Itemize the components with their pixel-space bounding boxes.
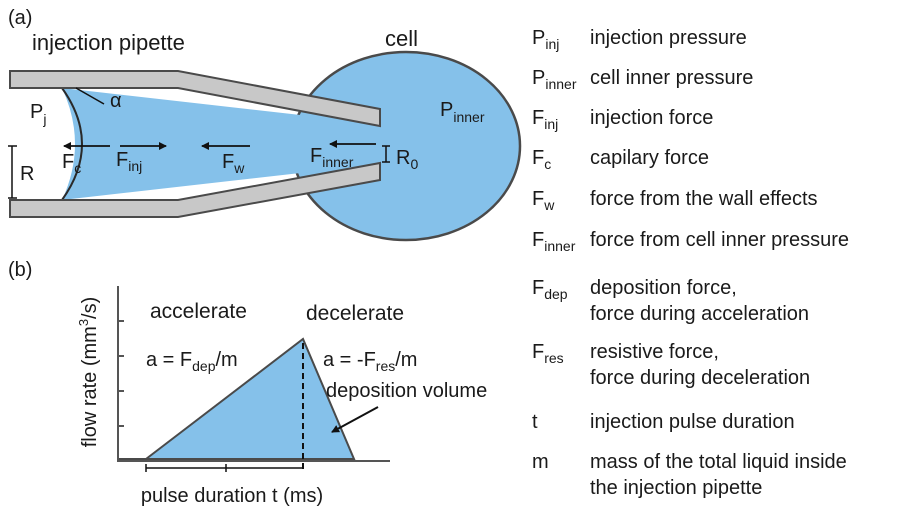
legend-description: the injection pipette (590, 477, 762, 499)
legend-symbol: Finj (532, 107, 558, 132)
legend-description: injection pulse duration (590, 411, 795, 433)
panel-a: (a) injection pipette cell α Pj R Fc Fin… (8, 7, 522, 242)
legend-symbol: Fw (532, 188, 555, 213)
legend-description: deposition force, (590, 277, 737, 299)
pipette-upper-wall (9, 70, 381, 128)
x-axis-label: pulse duration t (ms) (141, 485, 323, 507)
meniscus (61, 87, 83, 201)
panel-b: (b) pulse duration t (ms) flow rate (mm3… (8, 259, 487, 507)
r-bracket (8, 145, 17, 199)
legend-description: force during deceleration (590, 367, 810, 389)
legend-symbol: Fdep (532, 277, 568, 302)
fw-label: Fw (222, 151, 245, 176)
alpha-label: α (110, 90, 122, 112)
finner-label: Finner (310, 145, 354, 170)
y-ticks (118, 320, 124, 427)
legend-symbol: Pinner (532, 67, 577, 92)
legend-description: injection pressure (590, 27, 747, 49)
r-label: R (20, 163, 34, 185)
legend-description: cell inner pressure (590, 67, 753, 89)
cell-label: cell (385, 26, 418, 51)
legend-description: force from cell inner pressure (590, 229, 849, 251)
legend-description: capilary force (590, 147, 709, 169)
alpha-leader (75, 87, 105, 105)
y-axis-label: flow rate (mm3/s) (76, 297, 101, 448)
legend-symbol: Fc (532, 147, 551, 172)
pipette-fluid (62, 88, 380, 200)
pipette-lower-wall (9, 161, 381, 218)
legend-description: mass of the total liquid inside (590, 451, 847, 473)
accelerate-label: accelerate (150, 300, 247, 323)
fc-label: Fc (62, 151, 81, 176)
deposition-volume-arrow (331, 406, 379, 433)
accel-equation: a = Fdep/m (146, 349, 238, 374)
legend-description: force during acceleration (590, 303, 809, 325)
finj-label: Finj (116, 149, 142, 174)
legend-symbol: m (532, 451, 549, 473)
r0-bracket (382, 145, 390, 163)
pj-label: Pj (30, 101, 46, 127)
pulse-bracket (145, 464, 303, 472)
decelerate-label: decelerate (306, 302, 404, 325)
deposition-volume-label: deposition volume (326, 380, 487, 402)
panel-b-label: (b) (8, 259, 32, 281)
legend-symbol: Finner (532, 229, 576, 254)
pinner-label: Pinner (440, 99, 485, 125)
pipette-label: injection pipette (32, 30, 185, 55)
legend-symbol: Fres (532, 341, 564, 366)
legend-symbol: Pinj (532, 27, 559, 52)
r0-label: R0 (396, 147, 418, 172)
legend-description: force from the wall effects (590, 188, 818, 210)
legend-symbol: t (532, 411, 538, 433)
legend-description: resistive force, (590, 341, 719, 363)
legend-description: injection force (590, 107, 713, 129)
panel-a-label: (a) (8, 7, 32, 29)
decel-equation: a = -Fres/m (323, 349, 417, 374)
